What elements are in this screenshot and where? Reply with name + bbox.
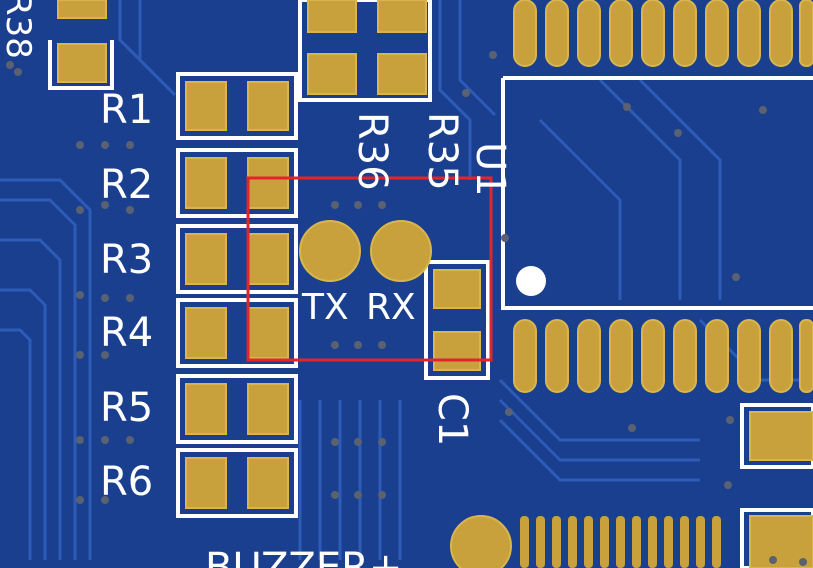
label-rx: RX (366, 287, 416, 328)
label-r38: R38 (0, 0, 38, 59)
label-tx: TX (302, 287, 349, 328)
connector-pins (520, 516, 721, 568)
label-r36: R36 (349, 112, 395, 191)
selection-box[interactable] (246, 176, 493, 362)
label-r5: R5 (100, 385, 154, 431)
via-group (6, 51, 807, 566)
resistor-outlines (48, 0, 813, 568)
pin1-dot-icon (516, 266, 546, 296)
label-r6: R6 (100, 459, 154, 505)
label-r4: R4 (100, 310, 154, 356)
ic-pins-top (513, 0, 813, 67)
label-buzzer: BUZZER+ (205, 545, 403, 568)
label-u1: U1 (467, 142, 513, 197)
label-r2: R2 (100, 162, 154, 208)
label-c1: C1 (429, 393, 475, 447)
label-r1: R1 (100, 87, 154, 133)
label-r3: R3 (100, 237, 154, 283)
ic-pins-bottom (513, 319, 813, 393)
label-r35: R35 (419, 112, 465, 191)
test-points (299, 220, 512, 568)
